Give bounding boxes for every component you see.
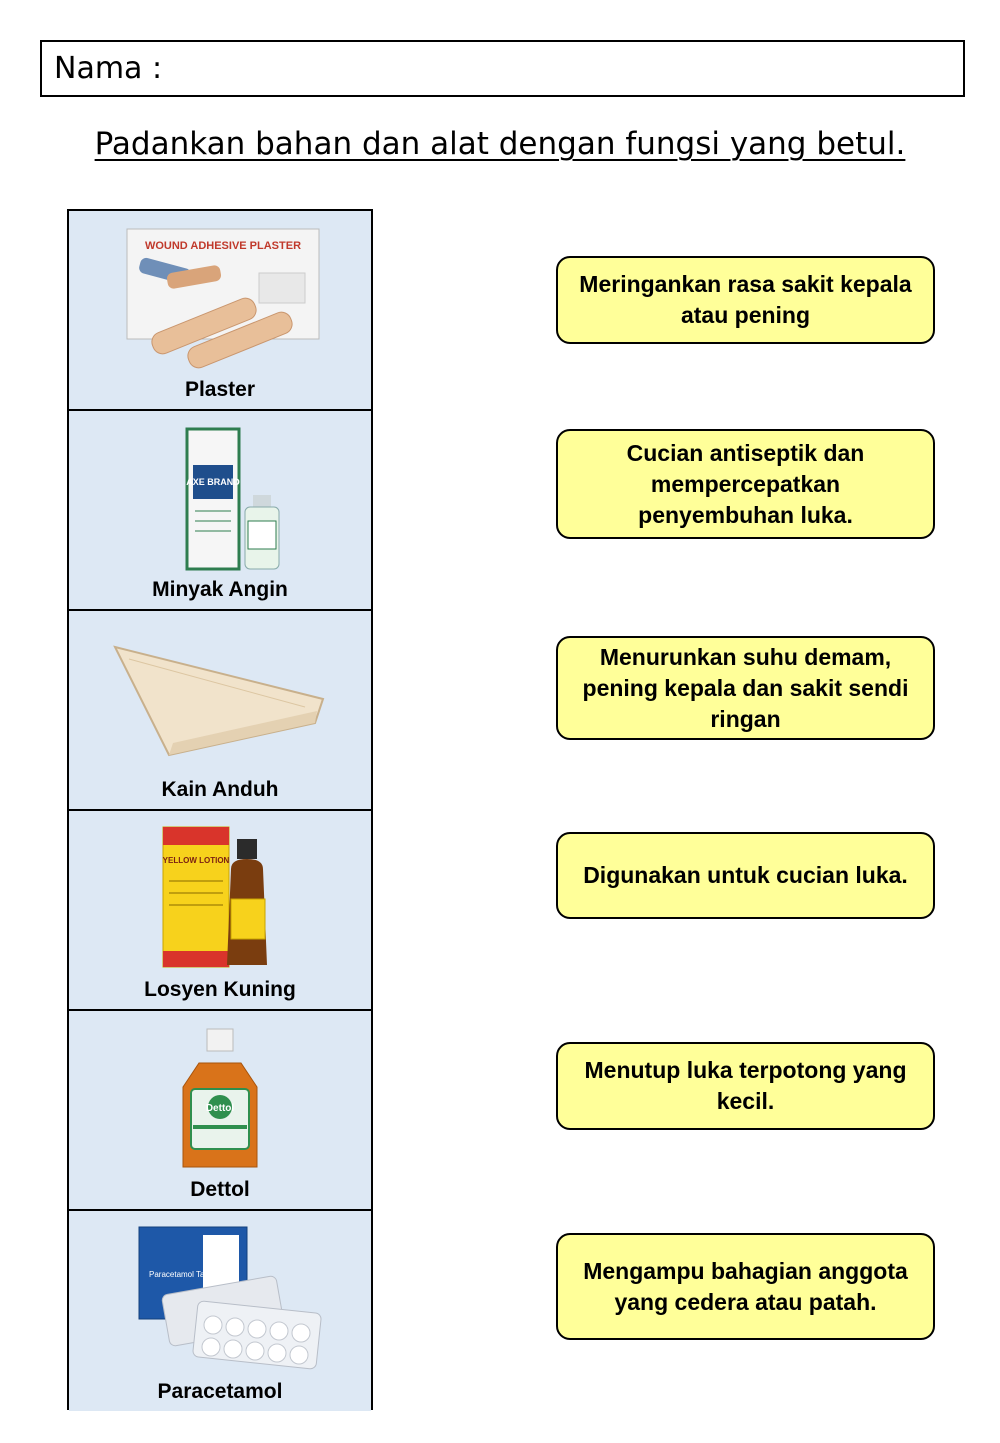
function-box-4[interactable]: Digunakan untuk cucian luka.	[556, 832, 935, 919]
function-text-5: Menutup luka terpotong yang kecil.	[584, 1057, 907, 1114]
yellow-lotion-bottle-icon: YELLOW LOTION	[162, 826, 267, 968]
name-label: Nama :	[54, 51, 163, 86]
paracetamol-package-text: Paracetamol Tablets	[149, 1270, 221, 1279]
items-column: WOUND ADHESIVE PLASTER Plaster AXE BRAND…	[67, 209, 373, 1411]
function-box-6[interactable]: Mengampu bahagian anggota yang cedera at…	[556, 1233, 935, 1340]
item-label-dettol: Dettol	[190, 1178, 250, 1201]
item-label-kain-anduh: Kain Anduh	[161, 778, 279, 801]
plaster-package-text: WOUND ADHESIVE PLASTER	[145, 240, 301, 252]
function-text-1: Meringankan rasa sakit kepala atau penin…	[579, 271, 912, 328]
name-field[interactable]: Nama :	[40, 40, 965, 97]
function-box-2[interactable]: Cucian antiseptik dan mempercepatkan pen…	[556, 429, 935, 539]
item-losyen-kuning[interactable]: YELLOW LOTION Losyen Kuning	[69, 811, 371, 1011]
item-paracetamol[interactable]: Paracetamol Tablets Paracetamol	[69, 1211, 371, 1411]
item-label-minyak-angin: Minyak Angin	[152, 578, 288, 601]
function-text-3: Menurunkan suhu demam, pening kepala dan…	[582, 643, 909, 732]
function-text-6: Mengampu bahagian anggota yang cedera at…	[583, 1257, 908, 1315]
lotion-package-text: YELLOW LOTION	[163, 856, 230, 865]
item-plaster[interactable]: WOUND ADHESIVE PLASTER Plaster	[69, 211, 371, 411]
plaster-box-icon: WOUND ADHESIVE PLASTER	[126, 228, 320, 369]
function-box-1[interactable]: Meringankan rasa sakit kepala atau penin…	[556, 256, 935, 344]
item-label-plaster: Plaster	[184, 378, 256, 401]
medicated-oil-bottle-icon: AXE BRAND	[185, 427, 280, 571]
item-kain-anduh[interactable]: Kain Anduh	[69, 611, 371, 811]
item-dettol[interactable]: Dettol Dettol	[69, 1011, 371, 1211]
function-text-4: Digunakan untuk cucian luka.	[583, 862, 908, 888]
oil-package-text: AXE BRAND	[186, 477, 240, 487]
item-minyak-angin[interactable]: AXE BRAND Minyak Angin	[69, 411, 371, 611]
dettol-package-text: Dettol	[206, 1103, 235, 1114]
function-text-2: Cucian antiseptik dan mempercepatkan pen…	[626, 439, 865, 528]
triangular-bandage-icon	[113, 645, 325, 757]
item-label-losyen-kuning: Losyen Kuning	[144, 978, 296, 1001]
function-box-3[interactable]: Menurunkan suhu demam, pening kepala dan…	[556, 636, 935, 740]
antiseptic-bottle-icon: Dettol	[182, 1028, 258, 1168]
instruction-heading: Padankan bahan dan alat dengan fungsi ya…	[94, 126, 906, 162]
function-box-5[interactable]: Menutup luka terpotong yang kecil.	[556, 1042, 935, 1130]
item-label-paracetamol: Paracetamol	[157, 1380, 283, 1403]
tablet-box-icon: Paracetamol Tablets	[138, 1226, 322, 1370]
